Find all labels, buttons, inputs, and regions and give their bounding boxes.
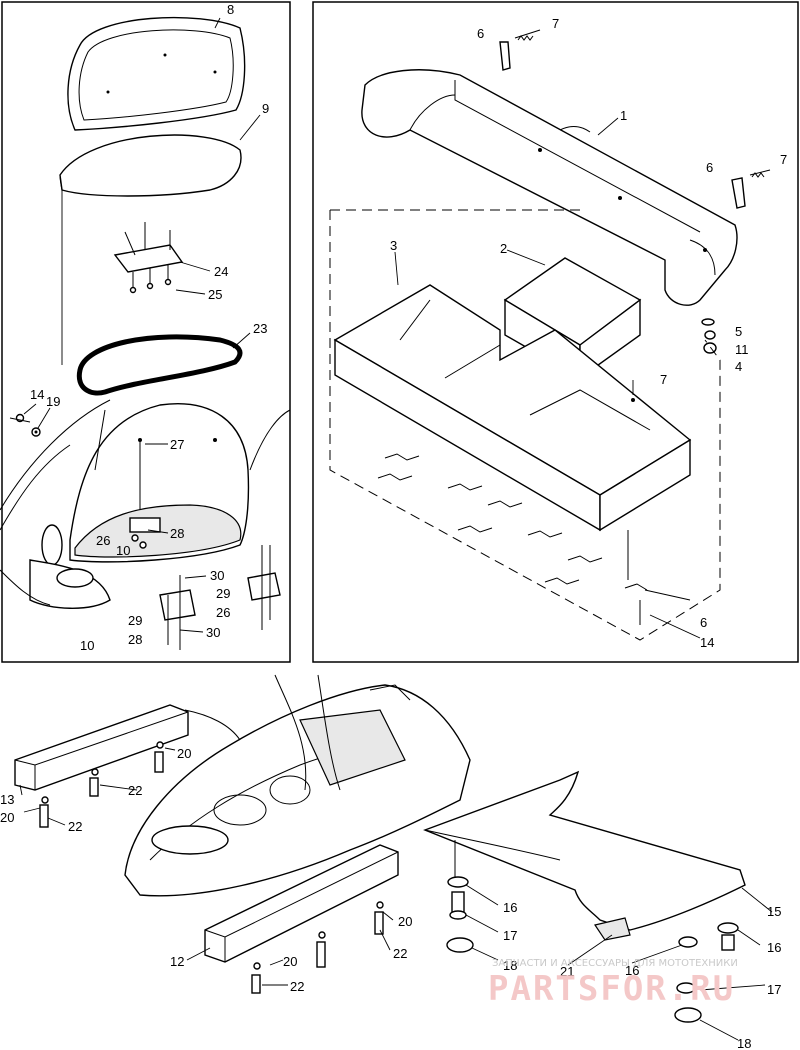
callout-16-a: 16 xyxy=(503,900,517,915)
seat-cushion-8 xyxy=(67,16,246,131)
callout-28-a: 28 xyxy=(170,526,184,541)
callout-5: 5 xyxy=(735,324,742,339)
callout-20-d: 20 xyxy=(283,954,297,969)
callout-18-a: 18 xyxy=(503,958,517,973)
callout-22-b: 22 xyxy=(68,819,82,834)
callout-8: 8 xyxy=(227,2,234,17)
callout-22-d: 22 xyxy=(290,979,304,994)
callout-22-a: 22 xyxy=(128,783,142,798)
screws-20-22 xyxy=(39,741,384,994)
callout-6-a: 6 xyxy=(477,26,484,41)
callout-10-b: 10 xyxy=(80,638,94,653)
callout-18-b: 18 xyxy=(737,1036,751,1050)
callout-16-c: 16 xyxy=(767,940,781,955)
callout-4: 4 xyxy=(735,359,742,374)
callout-23: 23 xyxy=(253,321,267,336)
callout-25: 25 xyxy=(208,287,222,302)
callout-14-right: 14 xyxy=(700,635,714,650)
hull-body xyxy=(124,674,471,897)
washers-4-5-11 xyxy=(701,318,717,354)
assembly-outline xyxy=(329,210,721,641)
clips-6 xyxy=(377,398,648,625)
hull-cover-15 xyxy=(423,770,746,941)
link-13-hull xyxy=(184,709,241,741)
callout-29-b: 29 xyxy=(216,586,230,601)
callout-20-c: 20 xyxy=(398,914,412,929)
leader-lines xyxy=(19,17,773,1041)
seat-base-9 xyxy=(59,134,242,197)
callout-7-a: 7 xyxy=(552,16,559,31)
backrest-1 xyxy=(361,69,738,306)
callout-16-b: 16 xyxy=(625,963,639,978)
callout-30-b: 30 xyxy=(206,625,220,640)
callout-3: 3 xyxy=(390,238,397,253)
armrest-pad-13 xyxy=(14,704,189,791)
callout-30-a: 30 xyxy=(210,568,224,583)
left-panel-frame xyxy=(1,1,291,663)
callout-24: 24 xyxy=(214,264,228,279)
storage-compartment-10 xyxy=(0,399,291,609)
callout-17-a: 17 xyxy=(503,928,517,943)
callout-26-a: 26 xyxy=(96,533,110,548)
callout-27: 27 xyxy=(170,437,184,452)
callout-7-b: 7 xyxy=(780,152,787,167)
callout-28-b: 28 xyxy=(128,632,142,647)
callout-12: 12 xyxy=(170,954,184,969)
callout-17-b: 17 xyxy=(767,982,781,997)
callout-26-b: 26 xyxy=(216,605,230,620)
watermark-caption: ЗАПЧАСТИ И АКСЕССУАРЫ ДЛЯ МОТОТЕХНИКИ xyxy=(492,958,738,969)
callout-15: 15 xyxy=(767,904,781,919)
callout-20-a: 20 xyxy=(177,746,191,761)
right-panel-frame xyxy=(312,1,799,663)
foam-base-3 xyxy=(333,284,692,532)
screws-14-19 xyxy=(9,413,41,437)
callout-11: 11 xyxy=(735,342,749,357)
callout-2: 2 xyxy=(500,241,507,256)
armrest-pad-12 xyxy=(204,844,399,963)
latch-hardware-26-30 xyxy=(129,440,281,650)
callout-10-a: 10 xyxy=(116,543,130,558)
callout-6-c: 6 xyxy=(700,615,707,630)
callout-13: 13 xyxy=(0,792,14,807)
callout-29-a: 29 xyxy=(128,613,142,628)
gasket-23 xyxy=(76,334,243,396)
hinge-bracket-24 xyxy=(113,222,184,294)
bolt-spring-6-7 xyxy=(499,29,771,209)
callout-9: 9 xyxy=(262,101,269,116)
bumpers-16-17-18 xyxy=(446,876,739,1023)
callout-1: 1 xyxy=(620,108,627,123)
callout-19: 19 xyxy=(46,394,60,409)
callout-21: 21 xyxy=(560,964,574,979)
callout-14-left: 14 xyxy=(30,387,44,402)
callout-20-b: 20 xyxy=(0,810,14,825)
callout-7-c: 7 xyxy=(660,372,667,387)
callout-6-b: 6 xyxy=(706,160,713,175)
callout-22-c: 22 xyxy=(393,946,407,961)
watermark-brand: PARTSFOR.RU xyxy=(488,969,735,1009)
